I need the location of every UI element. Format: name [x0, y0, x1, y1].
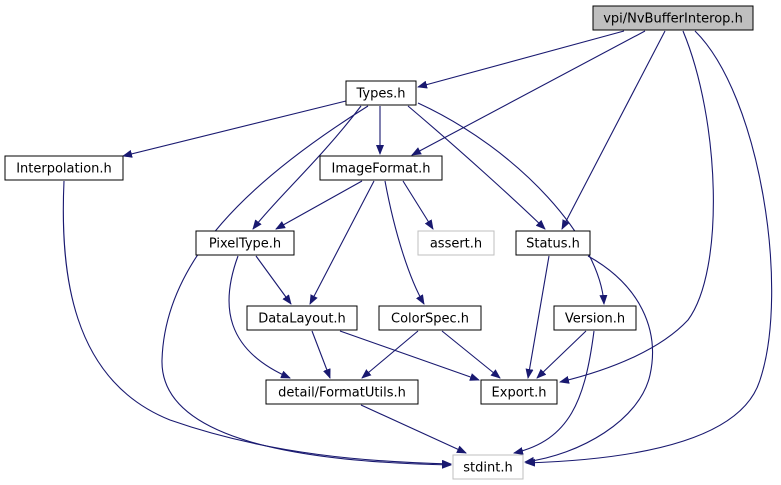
node-stdint: stdint.h — [452, 454, 524, 480]
node-datalayout[interactable]: DataLayout.h — [246, 305, 358, 331]
node-formatutils[interactable]: detail/FormatUtils.h — [265, 379, 419, 405]
node-box — [378, 305, 482, 331]
edge-datalayout-to-formatutils — [311, 330, 331, 379]
node-box — [345, 80, 417, 106]
edge-colorspec-to-formatutils — [361, 330, 419, 379]
edge-arrow — [228, 255, 291, 379]
edge-interpolation-to-stdint — [62, 180, 452, 468]
node-assert: assert.h — [417, 230, 495, 256]
node-colorspec[interactable]: ColorSpec.h — [378, 305, 482, 331]
edge-arrow — [407, 105, 546, 230]
node-version[interactable]: Version.h — [553, 305, 637, 331]
edge-status-to-stdint — [524, 255, 654, 465]
node-box — [265, 379, 419, 405]
edge-arrow — [361, 330, 419, 379]
edge-version-to-export — [536, 330, 587, 379]
edge-arrow — [255, 255, 292, 305]
node-box — [319, 155, 443, 181]
edge-arrow — [417, 102, 608, 305]
nodes-layer: vpi/NvBufferInterop.hTypes.hInterpolatio… — [4, 5, 754, 480]
edge-arrow — [311, 330, 331, 379]
edge-root-to-stdint — [525, 30, 773, 467]
node-label: detail/FormatUtils.h — [278, 386, 406, 401]
node-label: Interpolation.h — [16, 162, 112, 177]
node-label: Status.h — [526, 237, 580, 252]
edge-types-to-stdint — [161, 105, 452, 469]
node-pixeltype[interactable]: PixelType.h — [195, 230, 295, 256]
edge-datalayout-to-export — [339, 330, 480, 381]
node-box — [417, 230, 495, 256]
node-types[interactable]: Types.h — [345, 80, 417, 106]
edge-arrow — [513, 330, 595, 455]
edge-arrow — [384, 180, 425, 305]
node-box — [4, 155, 124, 181]
node-interpolation[interactable]: Interpolation.h — [4, 155, 124, 181]
edge-types-to-pixeltype — [252, 105, 362, 230]
node-label: assert.h — [430, 237, 482, 252]
edge-types-to-status — [407, 105, 546, 230]
node-label: stdint.h — [463, 461, 512, 476]
edge-root-to-types — [417, 30, 625, 89]
edge-imageformat-to-colorspec — [384, 180, 425, 305]
node-box — [480, 379, 558, 405]
node-label: ImageFormat.h — [332, 162, 431, 177]
edge-colorspec-to-export — [441, 330, 501, 379]
node-export[interactable]: Export.h — [480, 379, 558, 405]
edge-version-to-stdint — [513, 330, 595, 455]
node-label: DataLayout.h — [258, 312, 346, 327]
edge-arrow — [360, 404, 467, 454]
node-label: PixelType.h — [209, 237, 281, 252]
edge-arrow — [122, 100, 347, 158]
edge-arrow — [339, 330, 480, 381]
node-box — [592, 5, 754, 31]
edge-imageformat-to-pixeltype — [275, 180, 363, 230]
node-status[interactable]: Status.h — [515, 230, 591, 256]
node-label: ColorSpec.h — [391, 312, 469, 327]
edge-arrow — [161, 105, 452, 469]
node-box — [246, 305, 358, 331]
node-label: Version.h — [565, 312, 625, 327]
edge-arrow — [252, 105, 362, 230]
node-label: vpi/NvBufferInterop.h — [603, 12, 743, 27]
edge-arrow — [561, 30, 666, 230]
edge-arrow — [411, 30, 646, 156]
edge-root-to-imageformat — [411, 30, 646, 156]
edge-arrow — [62, 180, 452, 468]
node-root[interactable]: vpi/NvBufferInterop.h — [592, 5, 754, 31]
edge-root-to-export — [559, 30, 714, 384]
edge-arrow — [441, 330, 501, 379]
edge-pixeltype-to-datalayout — [255, 255, 292, 305]
edge-arrow — [417, 30, 625, 89]
edge-arrow — [309, 180, 375, 305]
edge-imageformat-to-datalayout — [309, 180, 375, 305]
edge-imageformat-to-assert — [402, 180, 434, 230]
edge-arrow — [525, 255, 550, 379]
edge-formatutils-to-stdint — [360, 404, 467, 454]
edge-arrow — [536, 330, 587, 379]
edge-arrow — [559, 30, 714, 384]
node-box — [515, 230, 591, 256]
edge-arrow — [525, 30, 773, 467]
edge-status-to-export — [525, 255, 550, 379]
edge-pixeltype-to-formatutils — [228, 255, 291, 379]
edges-layer — [62, 30, 773, 469]
edge-types-to-version — [417, 102, 608, 305]
node-imageformat[interactable]: ImageFormat.h — [319, 155, 443, 181]
node-box — [553, 305, 637, 331]
node-label: Export.h — [492, 386, 547, 401]
node-label: Types.h — [355, 87, 405, 102]
edge-arrow — [402, 180, 434, 230]
edge-types-to-interpolation — [122, 100, 347, 158]
edge-root-to-status — [561, 30, 666, 230]
edge-arrow — [275, 180, 363, 230]
edge-arrow — [524, 255, 654, 465]
node-box — [195, 230, 295, 256]
node-box — [452, 454, 524, 480]
